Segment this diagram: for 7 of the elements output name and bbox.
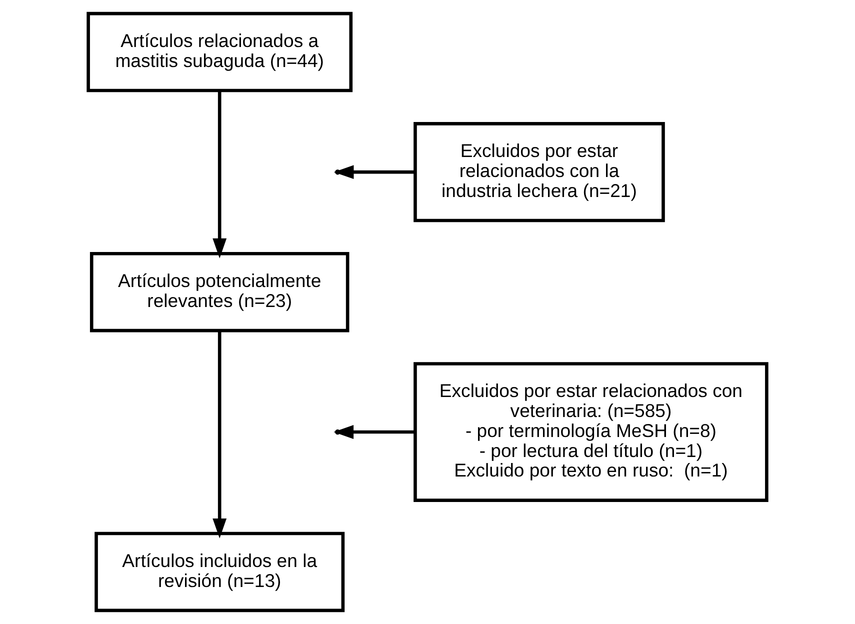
node-box: Excluidos por estar relacionados con veterinaria: (n=585) - por terminología MeSH (n=8) - por lectura del título (n=1) Excluido por texto en ruso: (n=1)	[414, 362, 768, 502]
node-box: Artículos incluidos en la revisión (n=13)	[94, 532, 345, 612]
arrow	[212, 330, 227, 538]
arrow	[212, 91, 227, 258]
node-box: Excluidos por estar relacionados con la industria lechera (n=21)	[414, 122, 665, 222]
node-box: Artículos relacionados a mastitis subaguda (n=44)	[86, 12, 353, 92]
node-box: Artículos potencialmente relevantes (n=23)	[90, 252, 350, 332]
